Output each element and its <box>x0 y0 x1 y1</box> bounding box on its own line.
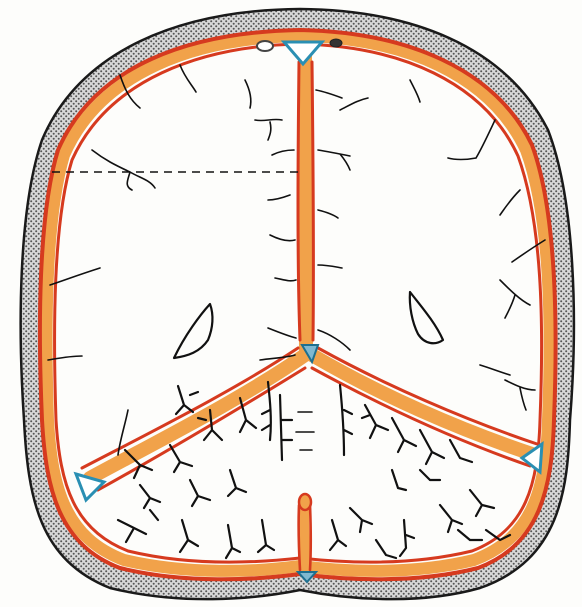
superior-sagittal-sinus-icon <box>284 42 322 64</box>
falx-cerebelli <box>299 494 311 570</box>
falx-cerebri <box>298 55 313 350</box>
cerebral-sulci <box>48 65 545 455</box>
left-lateral-ventricle <box>174 304 212 358</box>
right-lateral-ventricle <box>410 292 443 343</box>
cerebellar-folia <box>118 382 510 558</box>
